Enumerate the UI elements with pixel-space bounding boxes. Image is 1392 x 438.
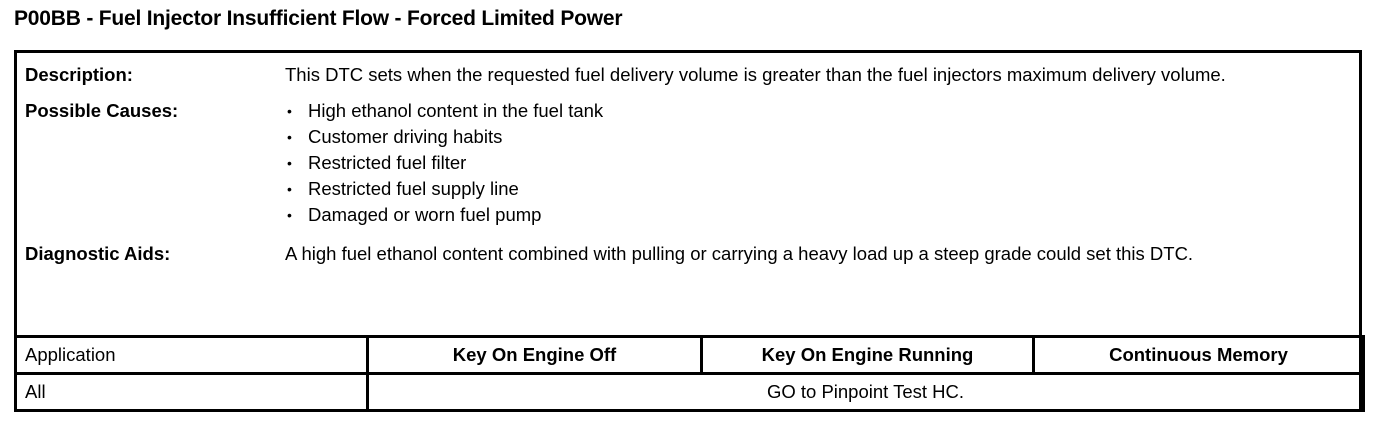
possible-causes-content: • High ethanol content in the fuel tank …: [285, 98, 1359, 228]
column-header-continuous-memory: Continuous Memory: [1032, 335, 1365, 375]
list-item: • Customer driving habits: [285, 124, 1349, 150]
list-item-label: Customer driving habits: [308, 126, 503, 147]
description-content: This DTC sets when the requested fuel de…: [285, 62, 1359, 87]
table-row: All GO to Pinpoint Test HC.: [14, 372, 1365, 412]
table-header-row: Application Key On Engine Off Key On Eng…: [14, 335, 1365, 375]
description-row: Description: This DTC sets when the requ…: [17, 62, 1359, 87]
list-item-label: Restricted fuel supply line: [308, 178, 519, 199]
bullet-icon: •: [287, 207, 292, 223]
possible-causes-list: • High ethanol content in the fuel tank …: [285, 98, 1349, 228]
description-text: This DTC sets when the requested fuel de…: [285, 64, 1226, 85]
description-label: Description:: [25, 64, 133, 85]
diagnostic-aids-label: Diagnostic Aids:: [25, 243, 171, 264]
diagnostic-aids-row: Diagnostic Aids: A high fuel ethanol con…: [17, 241, 1359, 266]
column-header-key-on-engine-running: Key On Engine Running: [700, 335, 1035, 375]
list-item-label: Damaged or worn fuel pump: [308, 204, 542, 225]
cell-action-value: GO to Pinpoint Test HC.: [366, 372, 1365, 412]
application-table: Application Key On Engine Off Key On Eng…: [14, 335, 1365, 412]
dtc-info-box: Description: This DTC sets when the requ…: [14, 50, 1365, 412]
possible-causes-row: Possible Causes: • High ethanol content …: [17, 98, 1359, 228]
column-header-key-on-engine-off: Key On Engine Off: [366, 335, 703, 375]
column-header-application: Application: [14, 335, 369, 375]
list-item: • High ethanol content in the fuel tank: [285, 98, 1349, 124]
list-item: • Restricted fuel supply line: [285, 176, 1349, 202]
list-item: • Restricted fuel filter: [285, 150, 1349, 176]
dtc-info-section: Description: This DTC sets when the requ…: [17, 53, 1359, 333]
list-item: • Damaged or worn fuel pump: [285, 202, 1349, 228]
list-item-label: Restricted fuel filter: [308, 152, 467, 173]
bullet-icon: •: [287, 103, 292, 119]
bullet-icon: •: [287, 155, 292, 171]
diagnostic-aids-content: A high fuel ethanol content combined wit…: [285, 241, 1359, 266]
page-title: P00BB - Fuel Injector Insufficient Flow …: [14, 7, 623, 30]
bullet-icon: •: [287, 181, 292, 197]
possible-causes-label: Possible Causes:: [25, 100, 179, 121]
bullet-icon: •: [287, 129, 292, 145]
diagnostic-aids-text: A high fuel ethanol content combined wit…: [285, 243, 1194, 264]
list-item-label: High ethanol content in the fuel tank: [308, 100, 604, 121]
cell-application-value: All: [14, 372, 369, 412]
